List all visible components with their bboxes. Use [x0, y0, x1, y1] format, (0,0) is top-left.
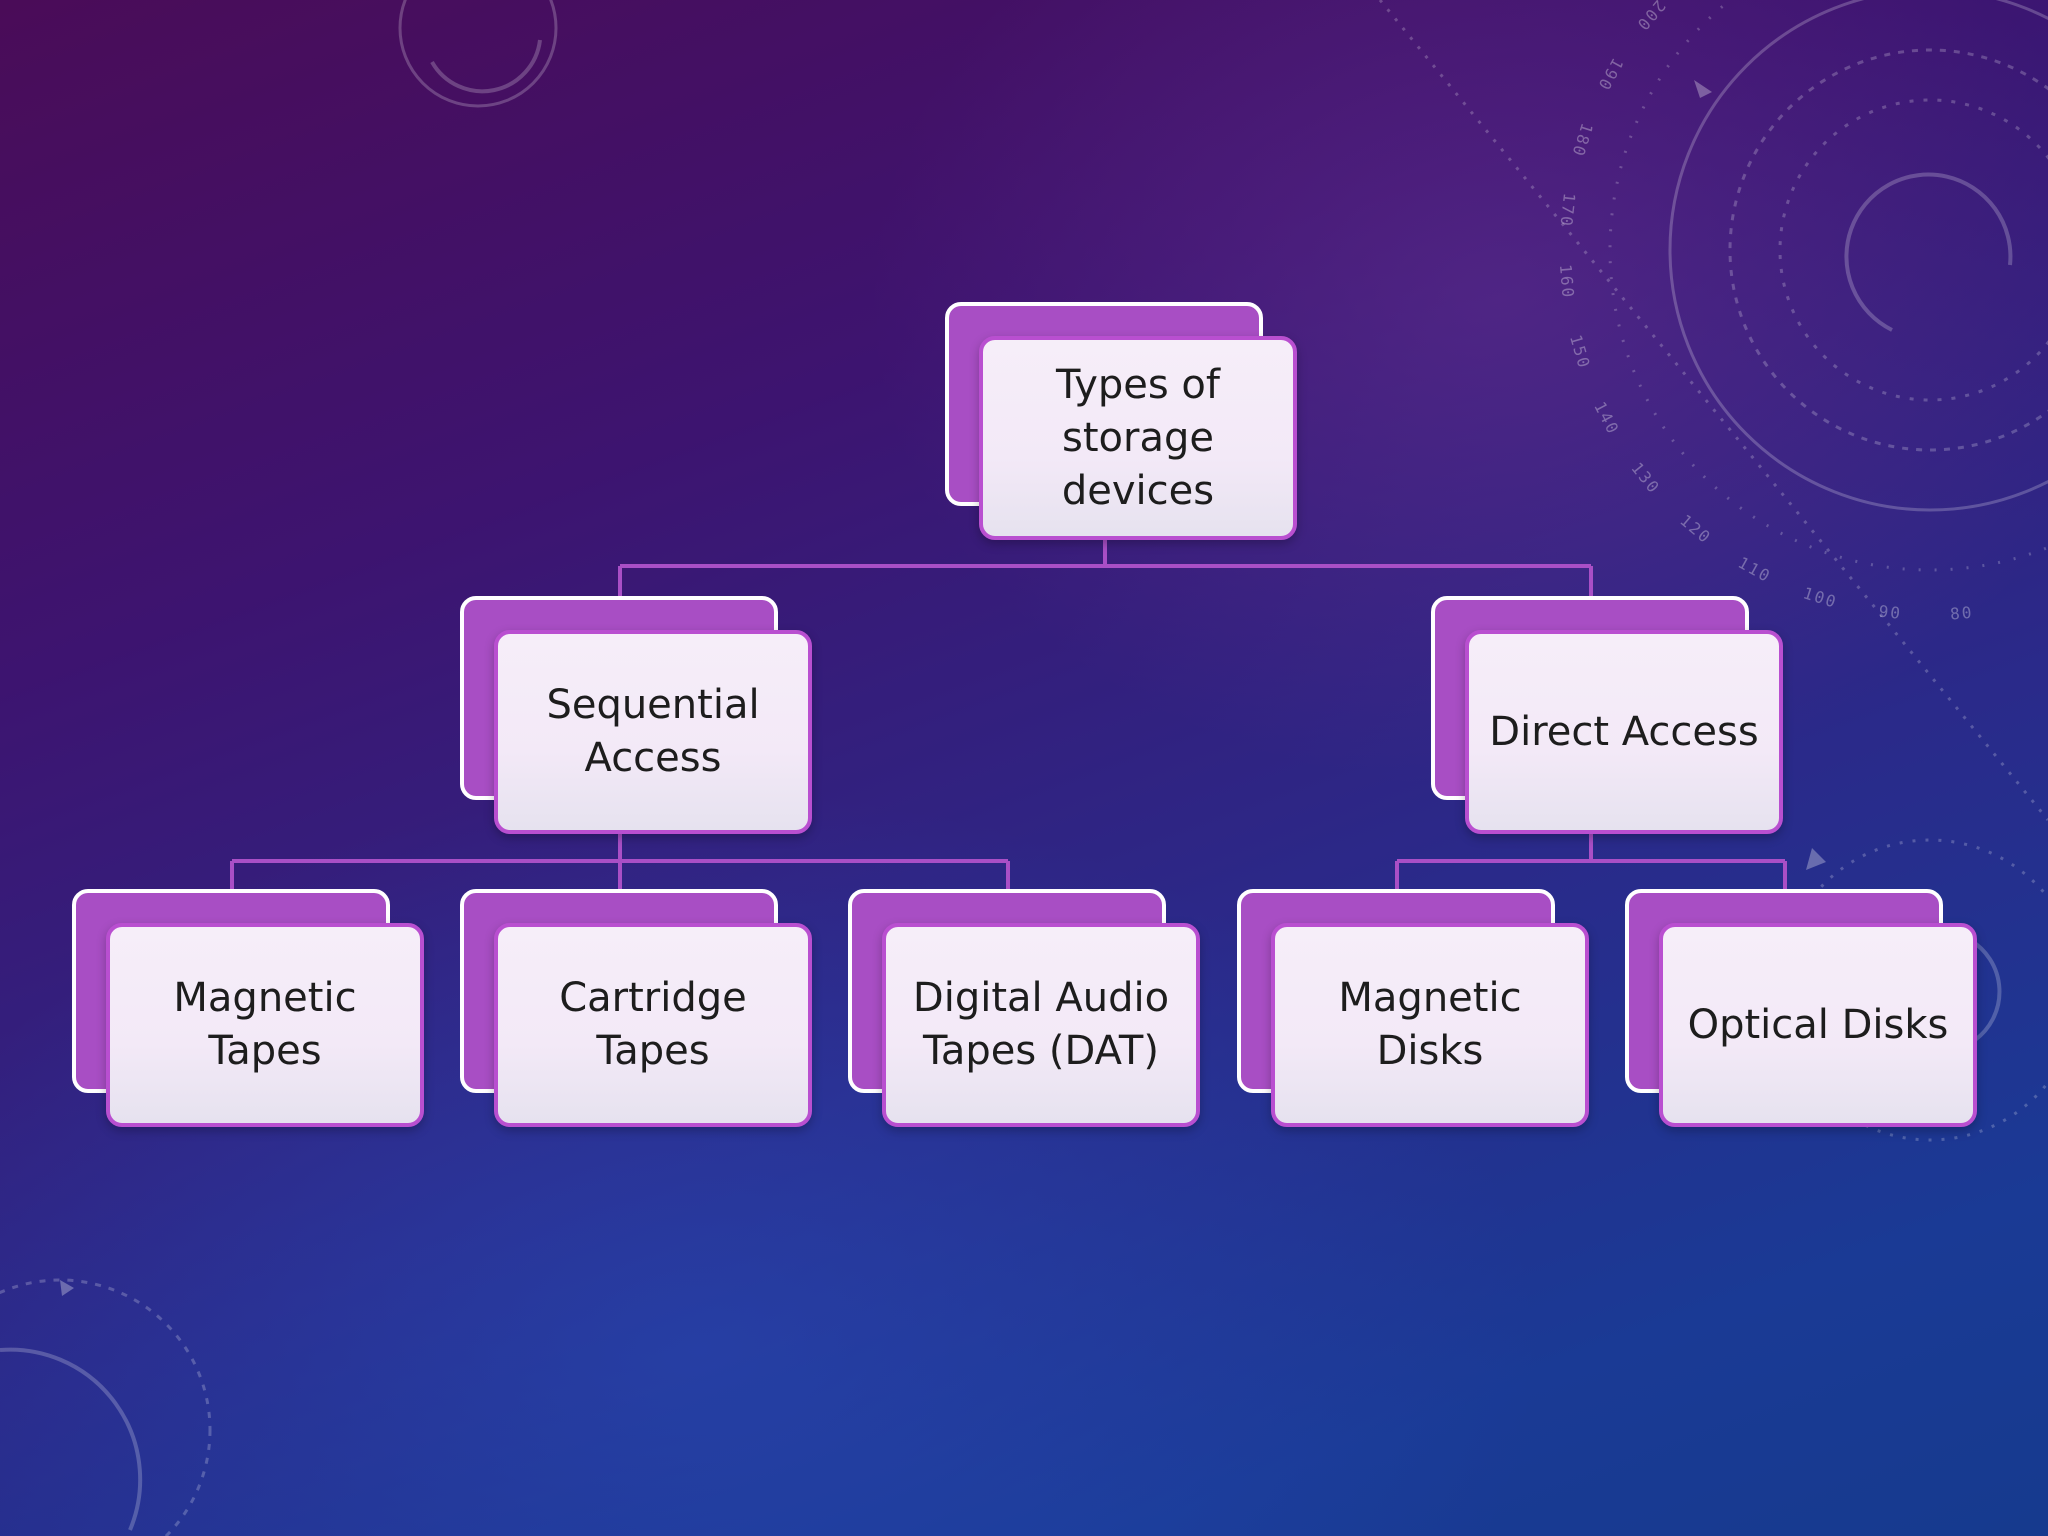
- node-digital-audio-tapes: Digital Audio Tapes (DAT): [848, 889, 1204, 1127]
- connector-root: [618, 538, 1593, 596]
- dial-tick-label: 170: [1556, 192, 1579, 229]
- decor-circle: [398, 0, 558, 108]
- decor-dial-ring: [1728, 48, 2048, 452]
- node-magnetic-tapes: Magnetic Tapes: [72, 889, 428, 1127]
- node-types-of-storage-devices: Types of storage devices: [945, 302, 1301, 540]
- node-front-panel: Types of storage devices: [979, 336, 1297, 540]
- node-front-panel: Optical Disks: [1659, 923, 1977, 1127]
- node-front-panel: Digital Audio Tapes (DAT): [882, 923, 1200, 1127]
- node-label: Digital Audio Tapes (DAT): [912, 975, 1170, 1074]
- decor-arrow: [60, 1280, 74, 1296]
- node-front-panel: Sequential Access: [494, 630, 812, 834]
- dial-tick-label: 80: [1949, 603, 1974, 624]
- connector-sequential: [230, 830, 1010, 889]
- node-cartridge-tapes: Cartridge Tapes: [460, 889, 816, 1127]
- node-label: Optical Disks: [1687, 1001, 1949, 1048]
- decor-arrow: [1694, 80, 1712, 98]
- node-label: Magnetic Disks: [1338, 975, 1522, 1074]
- node-front-panel: Direct Access: [1465, 630, 1783, 834]
- node-front-panel: Cartridge Tapes: [494, 923, 812, 1127]
- decor-line: [1378, 0, 2048, 821]
- node-front-panel: Magnetic Disks: [1271, 923, 1589, 1127]
- node-sequential-access: Sequential Access: [460, 596, 816, 834]
- dial-tick-label: 90: [1878, 602, 1903, 623]
- node-label: Cartridge Tapes: [559, 975, 747, 1074]
- node-label: Direct Access: [1489, 708, 1759, 755]
- decor-arc: [1844, 172, 2013, 332]
- node-label: Magnetic Tapes: [173, 975, 357, 1074]
- node-label: Types of storage devices: [1056, 361, 1220, 514]
- node-optical-disks: Optical Disks: [1625, 889, 1981, 1127]
- connector-direct: [1395, 830, 1787, 889]
- decor-arc: [430, 39, 542, 94]
- node-direct-access: Direct Access: [1431, 596, 1787, 834]
- node-magnetic-disks: Magnetic Disks: [1237, 889, 1593, 1127]
- decor-dial-ring: [1668, 0, 2048, 512]
- node-label: Sequential Access: [546, 682, 760, 781]
- node-front-panel: Magnetic Tapes: [106, 923, 424, 1127]
- decor-circle: [0, 1278, 212, 1536]
- dial-tick-label: 160: [1556, 264, 1578, 300]
- decor-circle: [1778, 838, 2048, 1142]
- decor-arc: [1968, 938, 2002, 1042]
- decor-arrow: [1806, 848, 1826, 870]
- decor-arc: [0, 1347, 143, 1531]
